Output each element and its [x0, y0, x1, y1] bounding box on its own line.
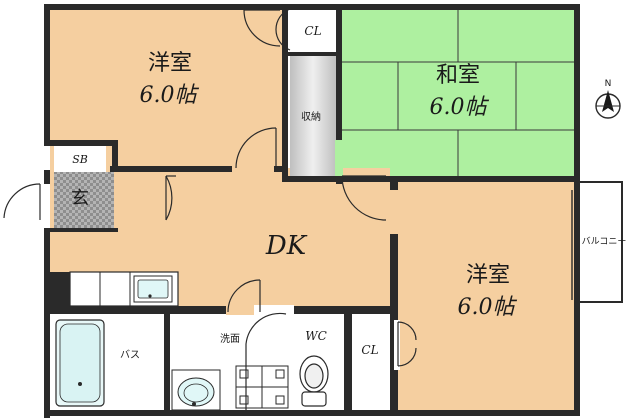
western-room-top-size: 6.0帖 [140, 83, 200, 108]
toilet-label: WC [305, 329, 327, 343]
compass-north-label: N [605, 79, 612, 89]
japanese-room-floor [340, 8, 574, 180]
washbasin-icon [171, 369, 221, 411]
dining-kitchen-label: DK [265, 231, 308, 261]
dk-floor-right [288, 180, 392, 312]
shoe-box [54, 146, 106, 172]
western-room-bottom-size: 6.0帖 [458, 295, 518, 320]
kitchen-counter [69, 271, 179, 307]
western-room-bottom-name: 洋室 [466, 263, 510, 288]
toilet-icon [299, 355, 329, 407]
storage-label: 収納 [301, 110, 321, 123]
western-room-bottom-floor [398, 182, 574, 410]
western-room-top-name: 洋室 [148, 51, 192, 76]
closet-bottom-label: CL [361, 343, 378, 357]
tatami-lines [340, 8, 574, 180]
entrance-label: 玄 [71, 188, 89, 209]
closet-top-floor [288, 8, 338, 52]
balcony-floor [576, 182, 622, 302]
closet-top-label: CL [304, 24, 321, 38]
balcony-outline [577, 181, 623, 303]
washing-machine-icon [235, 365, 289, 409]
entrance-floor [54, 172, 114, 228]
japanese-room-name: 和室 [436, 63, 480, 88]
door-swings [3, 8, 417, 410]
sink-icon [133, 275, 173, 303]
door-openings [0, 140, 400, 370]
windows [46, 20, 578, 300]
closet-bottom-floor [352, 318, 394, 410]
bathtub-icon [55, 319, 105, 407]
north-arrow-icon: N [595, 79, 621, 119]
balcony-label: バルコニー [582, 236, 627, 247]
washroom-label: 洗面 [220, 333, 240, 345]
shoe-box-label: SB [72, 153, 88, 166]
bath-label: バス [120, 349, 140, 361]
japanese-room-size: 6.0帖 [430, 95, 490, 120]
storage-area [290, 56, 336, 176]
